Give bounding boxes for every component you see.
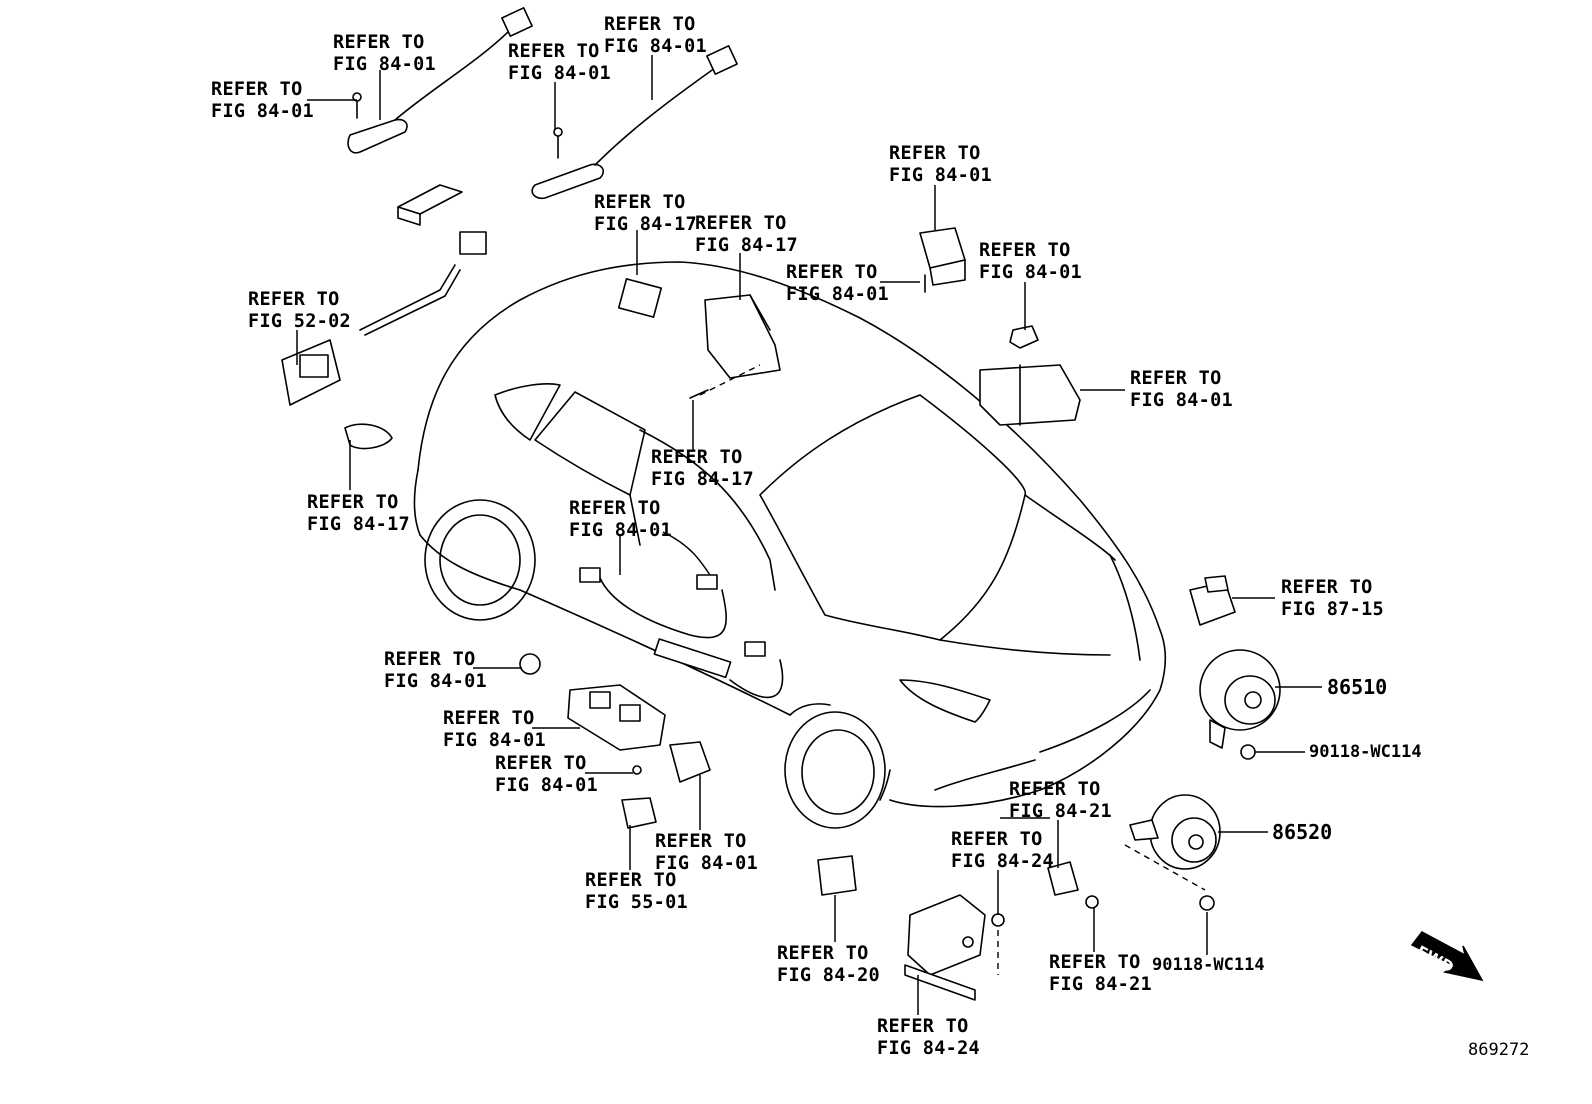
refer-label: REFER TO FIG 84-24 [877,1016,980,1059]
refer-line-1: REFER TO [695,213,787,234]
refer-line-1: REFER TO [211,79,303,100]
refer-line-2: FIG 84-01 [786,283,889,305]
leader-lines [296,55,1322,1015]
refer-label: REFER TO FIG 84-01 [569,498,672,541]
refer-line-2: FIG 84-01 [333,53,436,75]
refer-line-1: REFER TO [495,753,587,774]
refer-line-2: FIG 84-01 [889,164,992,186]
refer-line-2: FIG 84-20 [777,964,880,986]
refer-line-2: FIG 84-01 [495,774,598,796]
refer-line-1: REFER TO [384,649,476,670]
refer-line-1: REFER TO [1049,952,1141,973]
refer-label: REFER TO FIG 84-01 [655,831,758,874]
refer-label: REFER TO FIG 84-20 [777,943,880,986]
refer-line-1: REFER TO [333,32,425,53]
refer-line-1: REFER TO [651,447,743,468]
refer-label: REFER TO FIG 84-01 [604,14,707,57]
refer-line-1: REFER TO [777,943,869,964]
refer-line-2: FIG 84-01 [604,35,707,57]
part-number-bolt: 90118-WC114 [1152,955,1265,975]
refer-line-1: REFER TO [889,143,981,164]
refer-line-1: REFER TO [594,192,686,213]
refer-line-2: FIG 84-17 [307,513,410,535]
refer-line-1: REFER TO [604,14,696,35]
fwd-arrow-icon [1410,931,1484,982]
refer-label: REFER TO FIG 84-17 [307,492,410,535]
refer-label: REFER TO FIG 84-01 [384,649,487,692]
refer-line-2: FIG 84-01 [211,100,314,122]
refer-label: REFER TO FIG 84-21 [1049,952,1152,995]
refer-label: REFER TO FIG 84-17 [594,192,697,235]
refer-line-1: REFER TO [585,870,677,891]
vehicle-outline [413,261,1167,829]
refer-label: REFER TO FIG 84-01 [495,753,598,796]
refer-label: REFER TO FIG 84-01 [508,41,611,84]
refer-label: REFER TO FIG 84-17 [651,447,754,490]
refer-label: REFER TO FIG 84-01 [1130,368,1233,411]
refer-line-1: REFER TO [786,262,878,283]
refer-line-1: REFER TO [1281,577,1373,598]
refer-line-2: FIG 84-24 [877,1037,980,1059]
refer-line-2: FIG 84-01 [569,519,672,541]
refer-line-1: REFER TO [979,240,1071,261]
refer-line-2: FIG 87-15 [1281,598,1384,620]
refer-line-1: REFER TO [508,41,600,62]
refer-label: REFER TO FIG 84-01 [979,240,1082,283]
illustration-number: 869272 [1468,1040,1530,1060]
part-number-bolt: 90118-WC114 [1309,742,1422,762]
refer-label: REFER TO FIG 84-01 [211,79,314,122]
refer-line-1: REFER TO [443,708,535,729]
refer-label: REFER TO FIG 87-15 [1281,577,1384,620]
refer-line-2: FIG 84-17 [651,468,754,490]
components [281,7,1484,1001]
refer-line-1: REFER TO [951,829,1043,850]
refer-label: REFER TO FIG 84-17 [695,213,798,256]
part-number-86520: 86520 [1272,820,1333,844]
refer-line-2: FIG 55-01 [585,891,688,913]
refer-line-1: REFER TO [248,289,340,310]
part-number-86510: 86510 [1327,675,1388,699]
refer-line-1: REFER TO [877,1016,969,1037]
refer-line-1: REFER TO [307,492,399,513]
refer-line-2: FIG 84-01 [979,261,1082,283]
refer-line-2: FIG 84-17 [594,213,697,235]
refer-label: REFER TO FIG 84-01 [333,32,436,75]
refer-line-1: REFER TO [569,498,661,519]
refer-line-2: FIG 84-01 [443,729,546,751]
refer-label: REFER TO FIG 52-02 [248,289,351,332]
refer-label: REFER TO FIG 84-01 [443,708,546,751]
refer-line-2: FIG 84-17 [695,234,798,256]
refer-label: REFER TO FIG 84-01 [889,143,992,186]
refer-line-1: REFER TO [1009,779,1101,800]
refer-line-2: FIG 84-21 [1009,800,1112,822]
refer-line-2: FIG 84-01 [384,670,487,692]
refer-line-2: FIG 52-02 [248,310,351,332]
refer-label: REFER TO FIG 55-01 [585,870,688,913]
refer-line-1: REFER TO [655,831,747,852]
refer-line-2: FIG 84-01 [655,852,758,874]
refer-label: REFER TO FIG 84-01 [786,262,889,305]
refer-line-2: FIG 84-24 [951,850,1054,872]
refer-line-2: FIG 84-21 [1049,973,1152,995]
refer-line-2: FIG 84-01 [1130,389,1233,411]
refer-label: REFER TO FIG 84-21 [1009,779,1112,822]
refer-line-2: FIG 84-01 [508,62,611,84]
refer-label: REFER TO FIG 84-24 [951,829,1054,872]
refer-line-1: REFER TO [1130,368,1222,389]
